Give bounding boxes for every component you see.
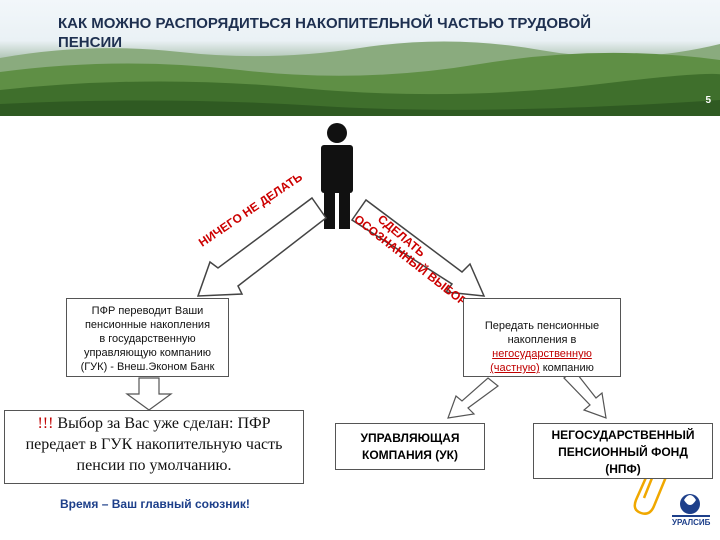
- uk-line: КОМПАНИЯ (УК): [362, 448, 458, 462]
- pfr-info-line: управляющую компанию: [83, 347, 212, 359]
- uk-box: УПРАВЛЯЮЩАЯ КОМПАНИЯ (УК): [335, 423, 485, 470]
- uralsib-logo: [672, 494, 710, 517]
- note-line: пенсии по умолчанию.: [76, 457, 232, 474]
- npf-line: ПЕНСИОННЫЙ ФОНД: [558, 445, 688, 459]
- npf-line: НЕГОСУДАРСТВЕННЫЙ: [551, 428, 695, 442]
- npf-line: (НПФ): [605, 462, 641, 476]
- logo-text: УРАЛСИБ: [672, 518, 711, 527]
- note-line: передает в ГУК накопительную часть: [25, 436, 283, 453]
- pfr-info-line: ПФР переводит Ваши: [91, 305, 204, 317]
- down-arrow-left: [125, 377, 173, 411]
- pfr-info-box: ПФР переводит Ваши пенсионные накопления…: [66, 298, 229, 377]
- pfr-info-line: в государственную: [99, 333, 196, 345]
- uk-line: УПРАВЛЯЮЩАЯ: [360, 431, 460, 445]
- arrow-to-npf: [563, 369, 607, 419]
- transfer-info-highlight: негосударственную: [492, 348, 592, 360]
- person-icon: [321, 123, 353, 229]
- pfr-info-line: пенсионные накопления: [84, 319, 211, 331]
- npf-box: НЕГОСУДАРСТВЕННЫЙ ПЕНСИОННЫЙ ФОНД (НПФ): [533, 423, 713, 479]
- page-title: КАК МОЖНО РАСПОРЯДИТЬСЯ НАКОПИТЕЛЬНОЙ ЧА…: [58, 15, 591, 51]
- transfer-info-highlight: (частную): [490, 362, 540, 374]
- note-exclaim: !!!: [37, 415, 54, 432]
- pfr-info-line: (ГУК) - Внеш.Эконом Банк: [80, 361, 215, 373]
- header-landscape: КАК МОЖНО РАСПОРЯДИТЬСЯ НАКОПИТЕЛЬНОЙ ЧА…: [0, 0, 720, 116]
- transfer-info-box: Передать пенсионные накопления в негосуд…: [463, 298, 621, 377]
- transfer-info-tail: компанию: [539, 362, 594, 374]
- slide-number: 5: [705, 95, 711, 106]
- note-line: Выбор за Вас уже сделан: ПФР: [53, 415, 271, 432]
- left-arrow-shape: [196, 196, 328, 297]
- hills-image: [0, 41, 720, 116]
- right-arrow-shape: [350, 198, 486, 297]
- footer-slogan: Время – Ваш главный союзник!: [60, 497, 250, 511]
- transfer-info-line: накопления в: [507, 334, 577, 346]
- transfer-info-line: Передать пенсионные: [484, 320, 600, 332]
- arrow-to-uk: [447, 377, 499, 419]
- default-choice-note: !!! Выбор за Вас уже сделан: ПФР передае…: [4, 410, 304, 484]
